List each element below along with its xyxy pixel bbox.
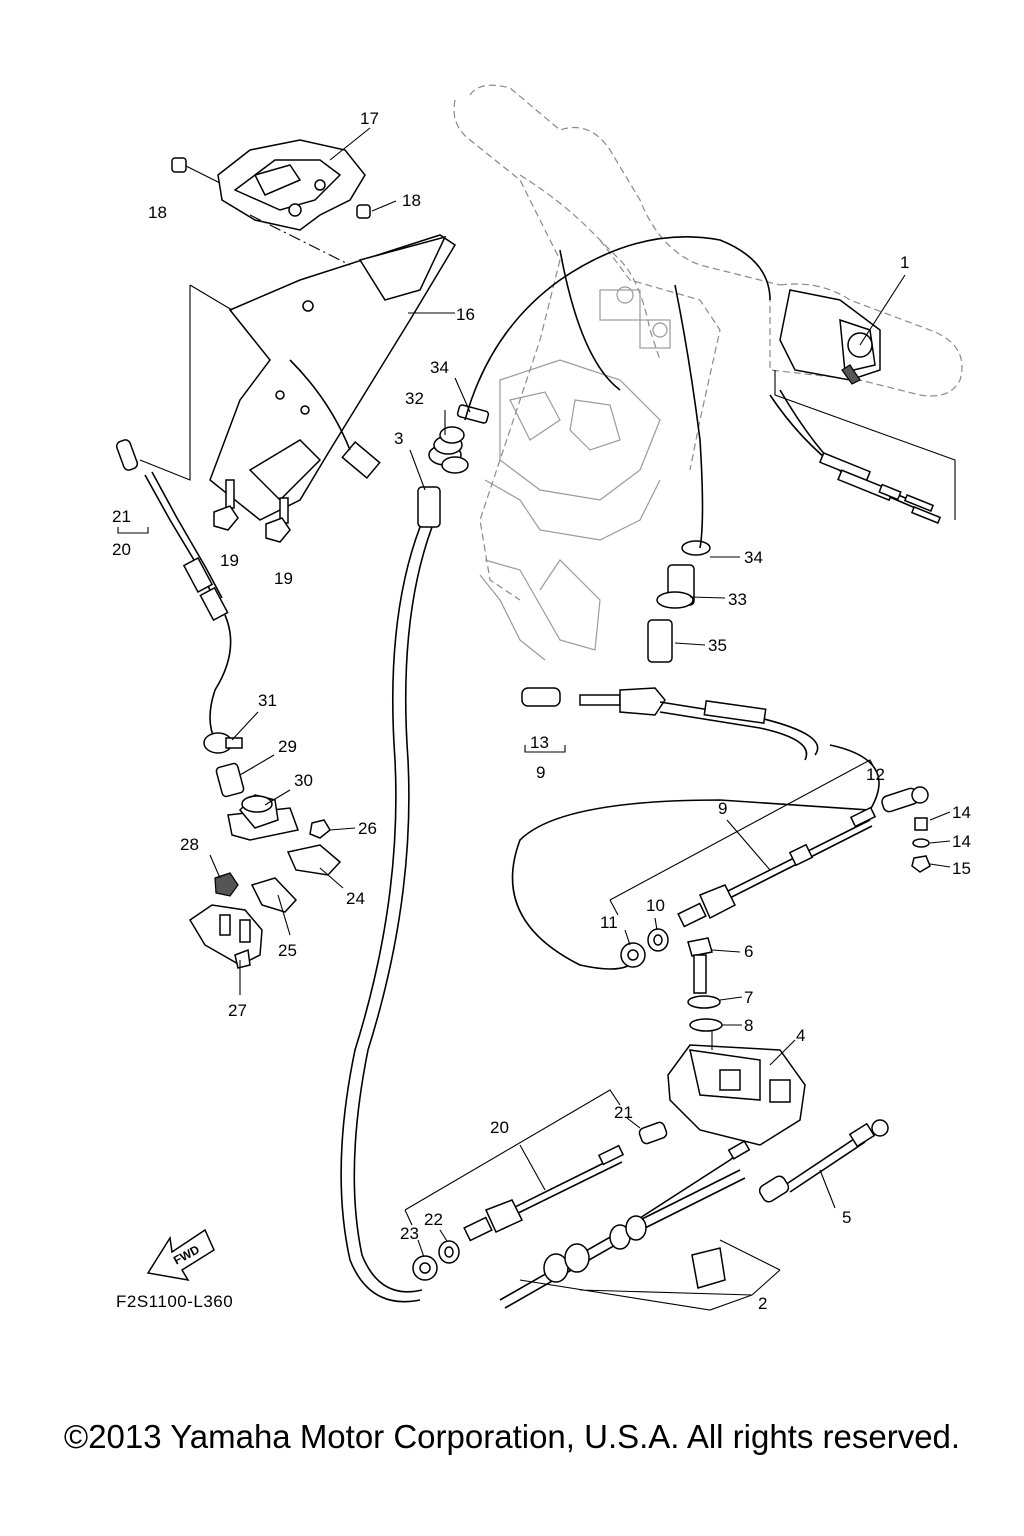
bracket-part-27: [188, 904, 263, 969]
callout-18-left: 18: [148, 203, 167, 222]
throttle-cable-routing: [464, 235, 771, 549]
washer-part-8: [689, 1018, 723, 1032]
callout-17: 17: [360, 109, 379, 128]
washer-part-7: [687, 995, 721, 1009]
screw-part-upper-right: [356, 200, 397, 219]
nut-part-28: [214, 872, 239, 897]
callout-18-right: 18: [402, 191, 421, 210]
callout-25: 25: [278, 941, 297, 960]
cover-part: [217, 139, 366, 231]
callout-3: 3: [394, 429, 403, 448]
sleeve-part-35: [647, 619, 673, 663]
callout-7: 7: [744, 988, 753, 1007]
cover-to-bracket-assembly-line: [249, 214, 351, 266]
callout-8: 8: [744, 1016, 753, 1035]
grommet-part-32: [428, 426, 469, 474]
leader-lines: [117, 127, 951, 1311]
screw-part-upper-left: [171, 157, 221, 184]
callout-20-lower: 20: [490, 1118, 509, 1137]
nut-part-left: [213, 505, 239, 531]
rod-end-part-12: [881, 786, 929, 813]
holder-part: [227, 794, 300, 841]
callout-14-upper: 14: [952, 803, 971, 822]
bolt-part-6: [687, 937, 713, 994]
bracket-part: [209, 234, 457, 524]
washer-part-14-upper: [914, 817, 928, 831]
callout-23: 23: [400, 1224, 419, 1243]
callout-9-upper: 9: [536, 763, 545, 782]
callout-14-lower: 14: [952, 832, 971, 851]
callout-29: 29: [278, 737, 297, 756]
callout-33: 33: [728, 590, 747, 609]
control-bracket-part-4: [667, 1030, 806, 1146]
callout-5: 5: [842, 1208, 851, 1227]
callout-35: 35: [708, 636, 727, 655]
callout-12: 12: [866, 765, 885, 784]
callout-13: 13: [530, 733, 549, 752]
washer-part-14-lower: [912, 838, 930, 848]
bushing-part-23: [412, 1255, 438, 1281]
grommet-part-33: [656, 564, 695, 609]
copyright-notice: ©2013 Yamaha Motor Corporation, U.S.A. A…: [63, 1418, 961, 1455]
throttle-cable-ends: [769, 370, 956, 525]
callout-32: 32: [405, 389, 424, 408]
drawing-code: F2S1100-L360: [116, 1292, 234, 1311]
callout-24: 24: [346, 889, 365, 908]
callout-2: 2: [758, 1294, 767, 1313]
callout-6: 6: [744, 942, 753, 961]
handlebar-ghost-outline: [453, 84, 963, 661]
callout-16: 16: [456, 305, 475, 324]
throttle-lever-part: [779, 289, 881, 385]
nut-part-15: [911, 855, 931, 873]
callout-11: 11: [600, 913, 618, 932]
callout-19-right: 19: [274, 569, 293, 588]
joint-part-21-lower: [638, 1121, 668, 1145]
callout-30: 30: [294, 771, 313, 790]
shift-cable-part: [340, 486, 441, 1303]
nut-part-right: [265, 517, 291, 543]
control-cable-loop: [511, 744, 880, 970]
cable-set-part-2: [499, 1140, 751, 1309]
shift-cable-left-part: [115, 439, 232, 741]
callout-27: 27: [228, 1001, 247, 1020]
callout-labels: 17 18 18 16 1 34 32 3 21 20 19 19 34 33 …: [112, 109, 971, 1313]
forward-direction-arrow: FWD: [146, 1228, 215, 1282]
cable-end-part-5: [758, 1119, 889, 1203]
washer-part-22: [438, 1240, 460, 1264]
callout-10-upper: 10: [646, 896, 665, 915]
nut-part-26: [309, 819, 331, 839]
callout-21-upper: 21: [112, 507, 131, 526]
callout-4: 4: [796, 1026, 805, 1045]
plate-part-24: [286, 844, 342, 876]
callout-34-upper: 34: [430, 358, 449, 377]
callout-28: 28: [180, 835, 199, 854]
callout-9-lower: 9: [718, 799, 727, 818]
callout-20-upper: 20: [112, 540, 131, 559]
bushing-part-11: [620, 942, 646, 968]
bracket-reference-line: [139, 285, 191, 481]
callout-22: 22: [424, 1210, 443, 1229]
clamp-clip-part: [203, 732, 243, 754]
plate-part-25: [250, 877, 298, 913]
washer-part-10: [647, 928, 669, 952]
bracket-reference-line-top: [189, 284, 233, 311]
callout-21-lower: 21: [614, 1103, 633, 1122]
control-cable-part-9: [677, 806, 877, 928]
callout-19-left: 19: [220, 551, 239, 570]
cable-clamp-part-lower: [681, 540, 711, 556]
cable-joint-part-13: [521, 687, 819, 761]
callout-1: 1: [900, 253, 909, 272]
callout-26: 26: [358, 819, 377, 838]
shift-cable-lower-part-20: [463, 1144, 625, 1242]
sleeve-part: [215, 762, 245, 798]
callout-15: 15: [952, 859, 971, 878]
callout-34-lower: 34: [744, 548, 763, 567]
cable-clamp-part-upper: [456, 404, 490, 424]
callout-31: 31: [258, 691, 277, 710]
